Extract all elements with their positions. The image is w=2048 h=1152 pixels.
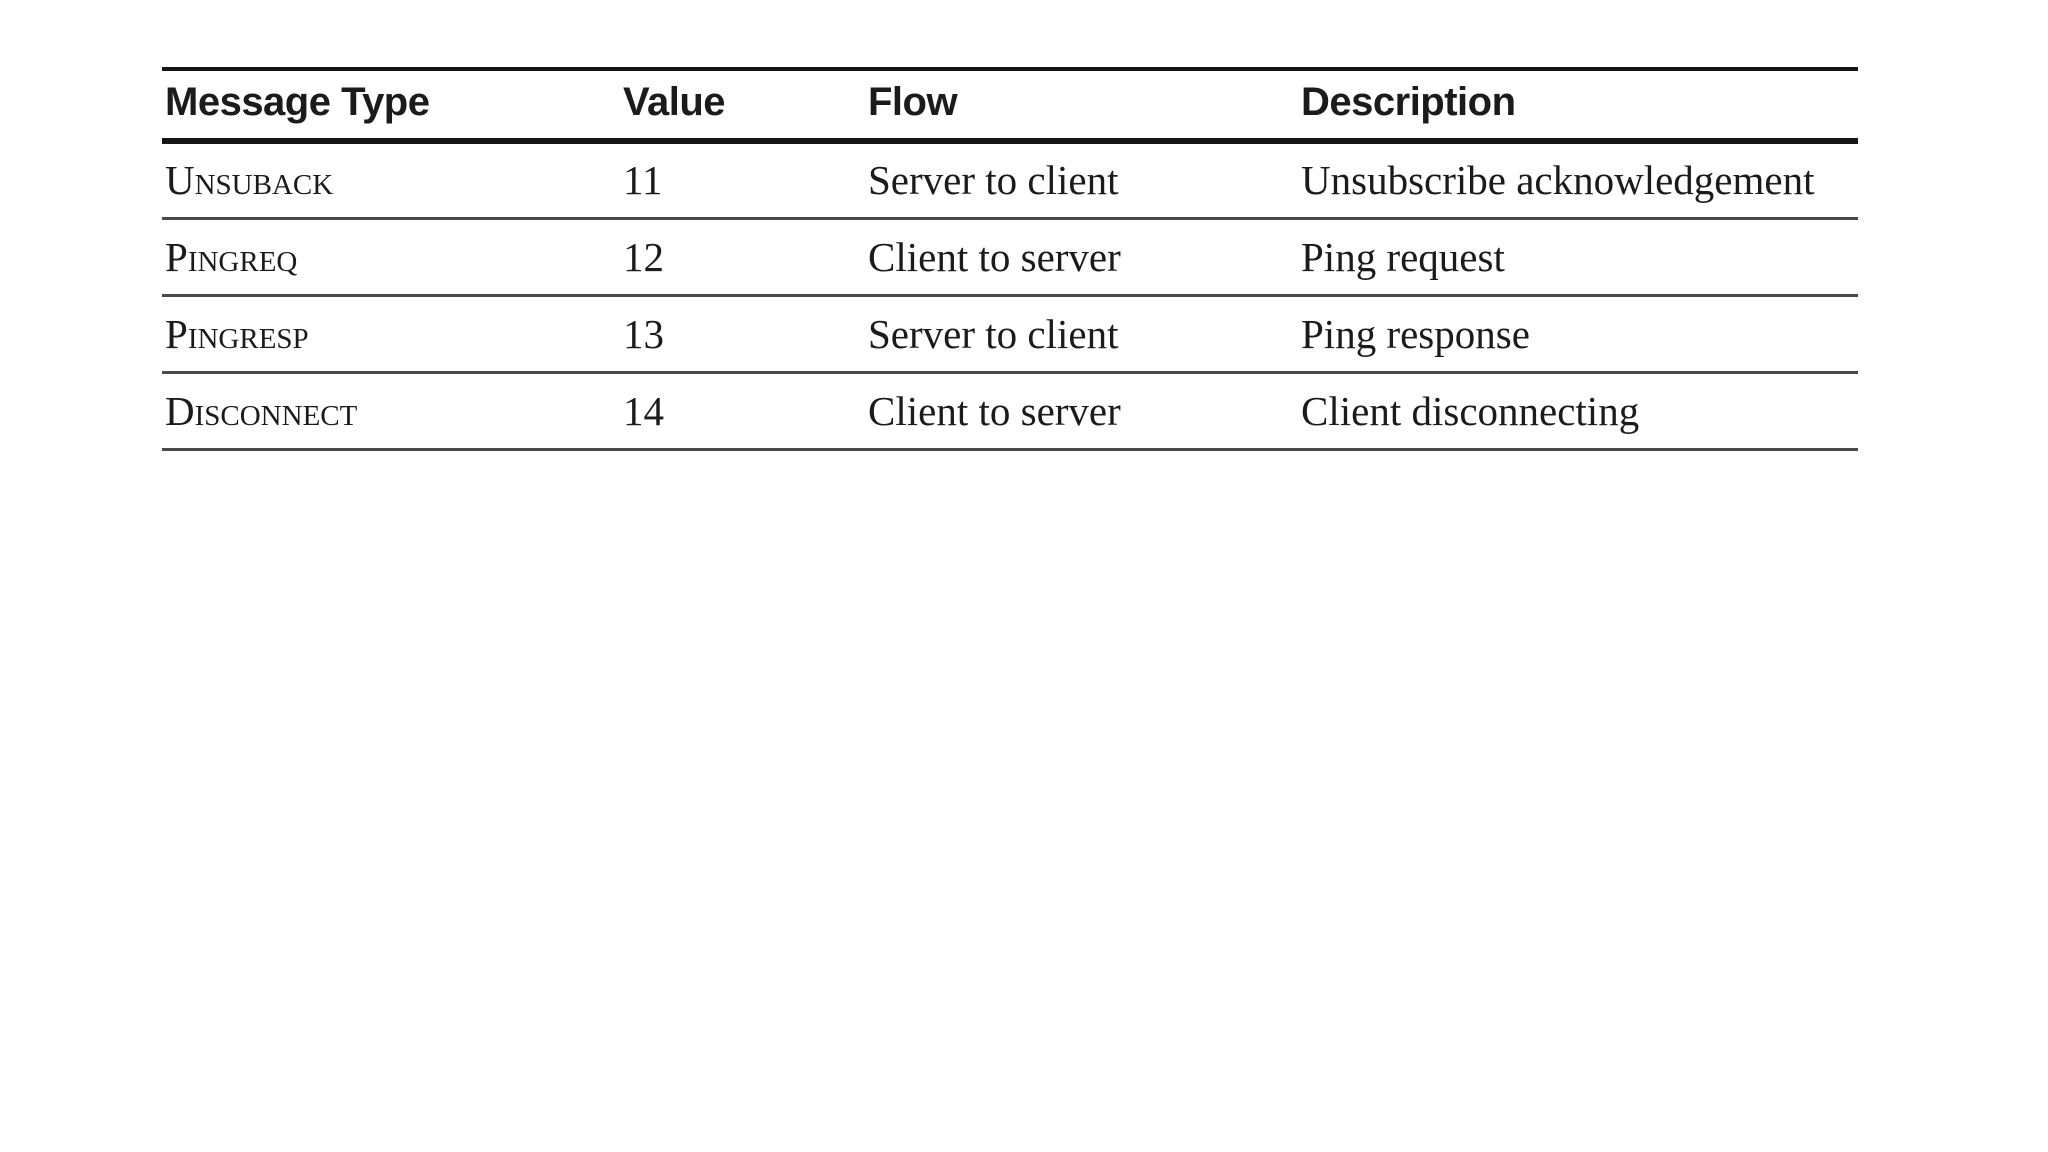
header-cell-value: Value bbox=[623, 80, 726, 124]
description-cell: Unsubscribe acknowledgement bbox=[1301, 157, 1815, 204]
table-row: PINGRESP 13 Server to client Ping respon… bbox=[162, 295, 1858, 372]
flow-cell: Server to client bbox=[868, 310, 1119, 357]
value-cell: 11 bbox=[623, 157, 663, 204]
value-cell: 13 bbox=[623, 310, 664, 357]
description-cell: Ping response bbox=[1301, 310, 1530, 357]
header-cell-message-type: Message Type bbox=[165, 80, 430, 124]
table-row: DISCONNECT 14 Client to server Client di… bbox=[162, 372, 1858, 449]
flow-cell: Server to client bbox=[868, 157, 1119, 204]
flow-cell: Client to server bbox=[868, 233, 1121, 280]
table-header-row: Message Type Value Flow Description bbox=[162, 69, 1858, 141]
description-cell: Ping request bbox=[1301, 233, 1505, 280]
table-row: UNSUBACK 11 Server to client Unsubscribe… bbox=[162, 141, 1858, 218]
description-cell: Client disconnecting bbox=[1301, 387, 1640, 434]
value-cell: 12 bbox=[623, 233, 664, 280]
header-cell-description: Description bbox=[1301, 80, 1516, 124]
table-row: PINGREQ 12 Client to server Ping request bbox=[162, 218, 1858, 295]
message-type-cell: DISCONNECT bbox=[165, 387, 358, 434]
flow-cell: Client to server bbox=[868, 387, 1121, 434]
header-cell-flow: Flow bbox=[868, 80, 958, 124]
message-type-cell: PINGREQ bbox=[165, 233, 298, 280]
value-cell: 14 bbox=[623, 387, 664, 434]
message-type-cell: UNSUBACK bbox=[165, 157, 334, 204]
message-type-cell: PINGRESP bbox=[165, 310, 309, 357]
message-type-table: Message Type Value Flow Description UNSU… bbox=[162, 67, 1858, 451]
